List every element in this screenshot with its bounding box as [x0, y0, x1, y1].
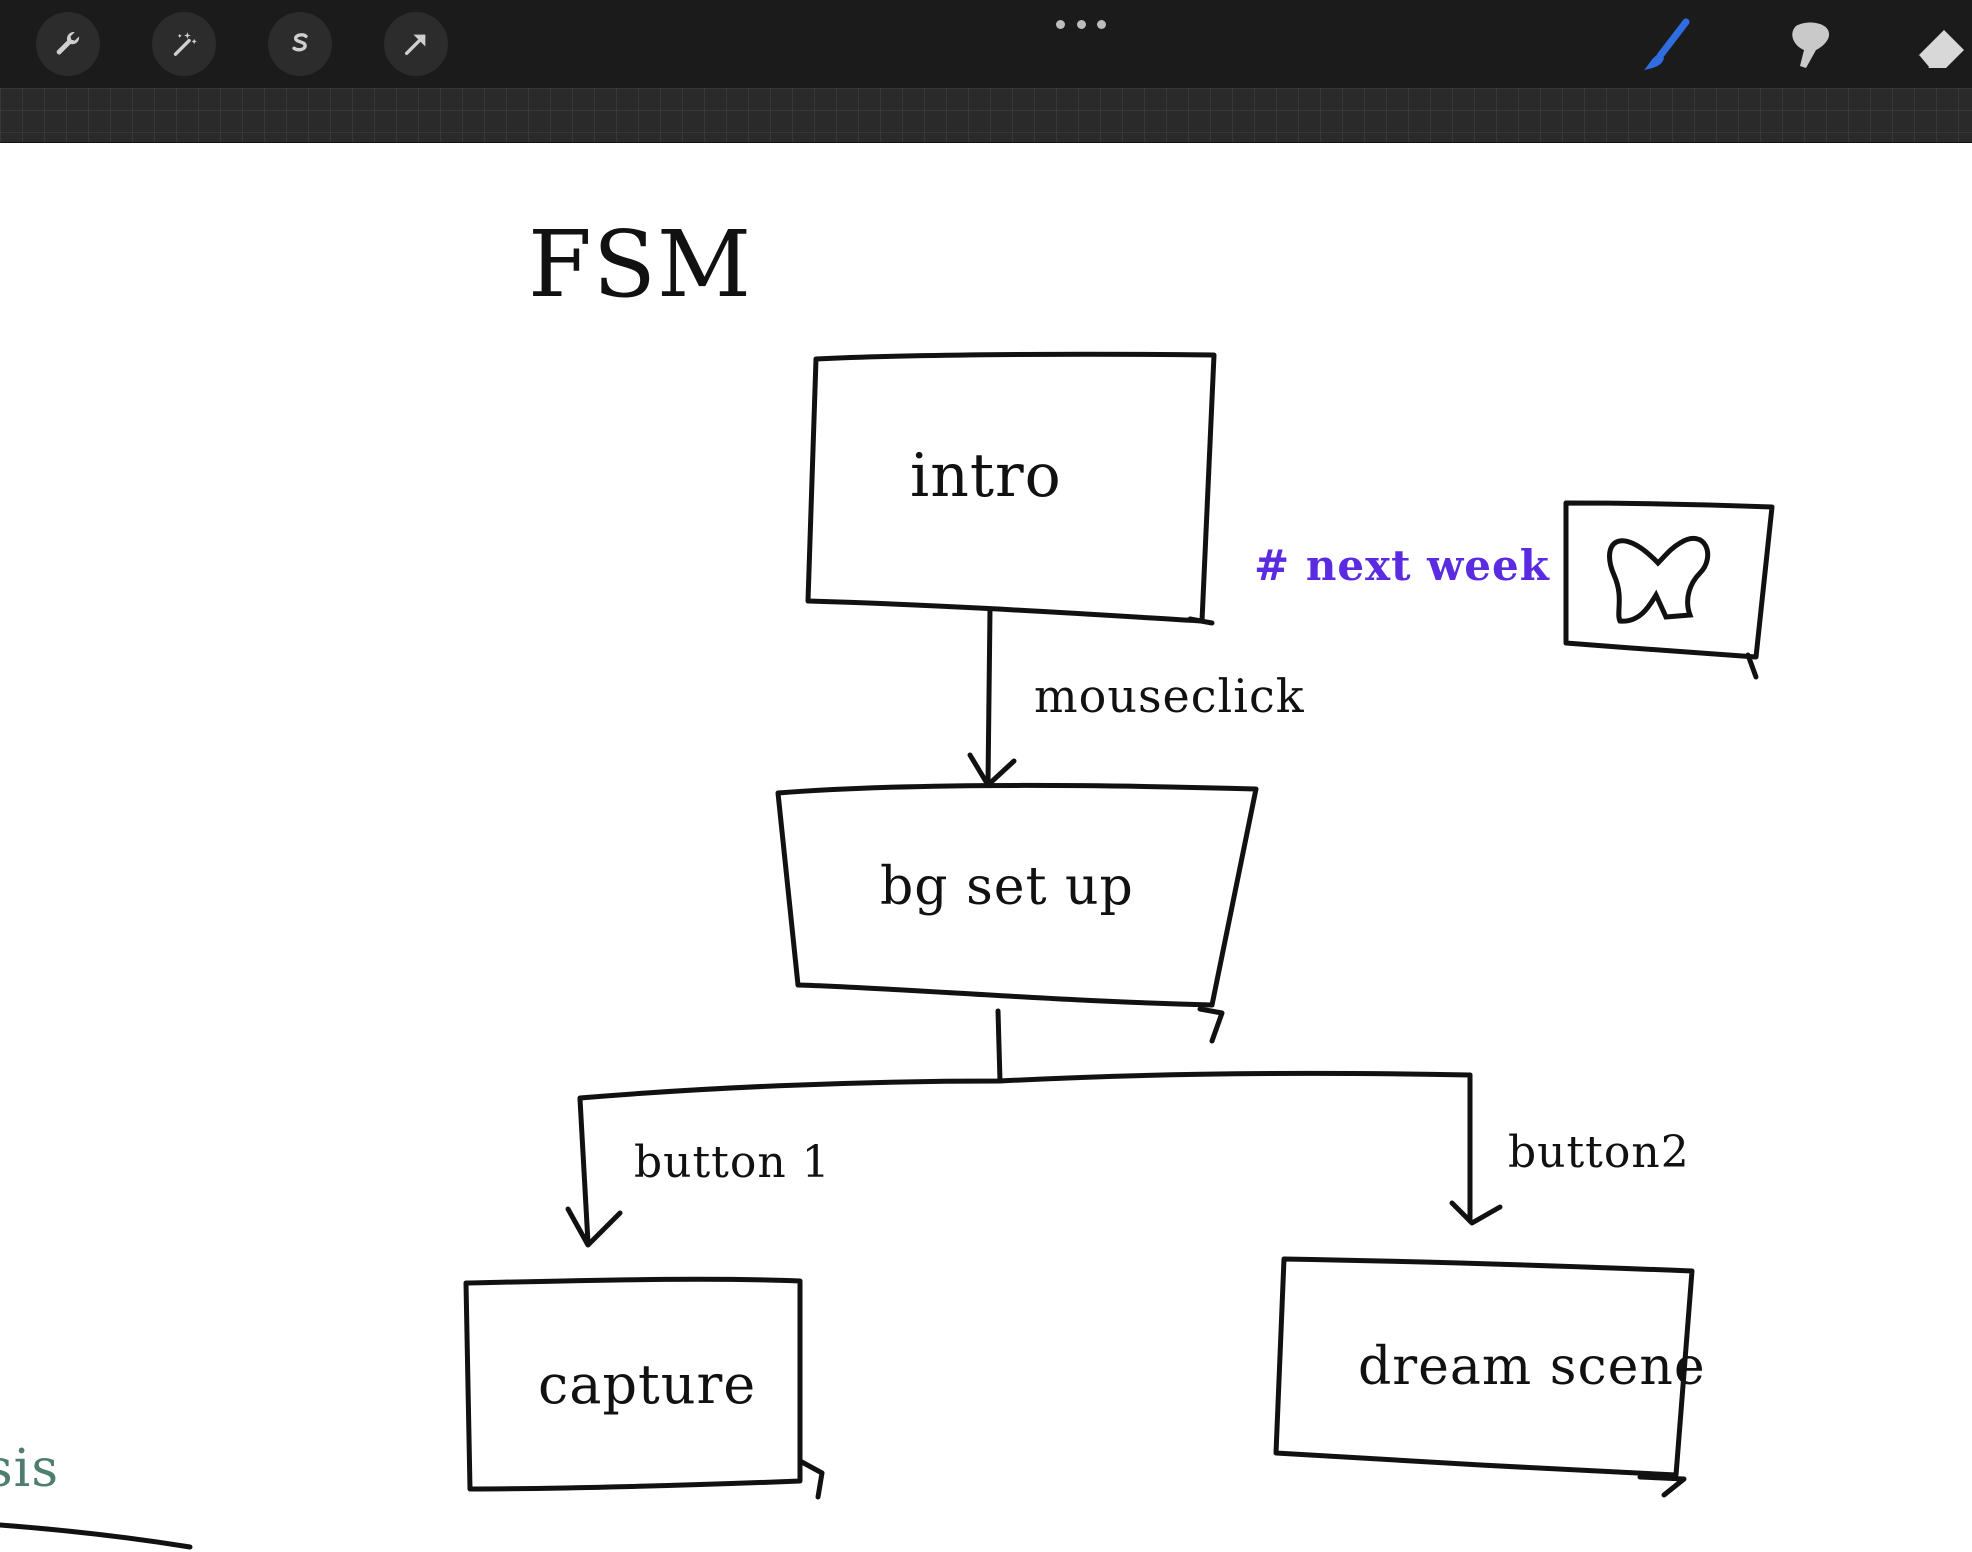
- edge-label-mouseclick: mouseclick: [1034, 669, 1305, 723]
- next-week-note: # next week: [1254, 541, 1550, 590]
- branch-stem: [995, 1008, 1003, 1084]
- edge-intro-bg-arrowhead: [967, 752, 1017, 788]
- bow-icon: [1607, 535, 1711, 624]
- edge-label-button2: button2: [1508, 1127, 1690, 1178]
- bg-setup-node-label: bg set up: [880, 857, 1134, 917]
- arrow-cursor-icon: [404, 34, 426, 56]
- canvas-top-strip: [0, 88, 1972, 143]
- page-title: FSM: [528, 211, 753, 318]
- top-toolbar: [0, 0, 1972, 88]
- brush-tool[interactable]: [1634, 14, 1698, 78]
- eraser-tool[interactable]: [1904, 14, 1968, 78]
- capture-node-box: [463, 1276, 803, 1492]
- more-dots-icon[interactable]: [1056, 14, 1106, 34]
- sketch-strokes: [0, 351, 1775, 1550]
- edge-label-button1: button 1: [634, 1137, 831, 1188]
- edge-bg-dream-arrowhead: [1449, 1200, 1503, 1226]
- eraser-icon: [1916, 30, 1964, 69]
- dream-scene-node-label: dream scene: [1358, 1337, 1706, 1397]
- edge-intro-bg-line: [985, 606, 993, 786]
- edge-bg-capture-arrowhead: [565, 1206, 623, 1248]
- capture-node-label: capture: [538, 1353, 757, 1416]
- magic-wand-icon: [173, 32, 197, 56]
- edge-bg-capture-line: [577, 1096, 591, 1246]
- wrench-icon: [56, 32, 80, 55]
- selection-s-icon: [292, 33, 308, 52]
- adjustments-button[interactable]: [152, 12, 216, 76]
- intro-node-label: intro: [910, 441, 1062, 511]
- partial-side-text: sis: [0, 1439, 60, 1499]
- actions-button[interactable]: [36, 12, 100, 76]
- dream-scene-node-box: [1273, 1256, 1695, 1478]
- smudge-icon: [1792, 22, 1830, 68]
- bg-setup-node-box: [775, 783, 1259, 1008]
- transform-button[interactable]: [384, 12, 448, 76]
- selection-button[interactable]: [268, 12, 332, 76]
- side-sketch-box: [1563, 500, 1775, 660]
- branch-horizontal: [577, 1070, 1473, 1101]
- drawing-canvas[interactable]: FSM intro mouseclick bg set up button 1 …: [0, 143, 1972, 1552]
- smudge-tool[interactable]: [1774, 14, 1838, 78]
- brush-icon: [1644, 18, 1690, 70]
